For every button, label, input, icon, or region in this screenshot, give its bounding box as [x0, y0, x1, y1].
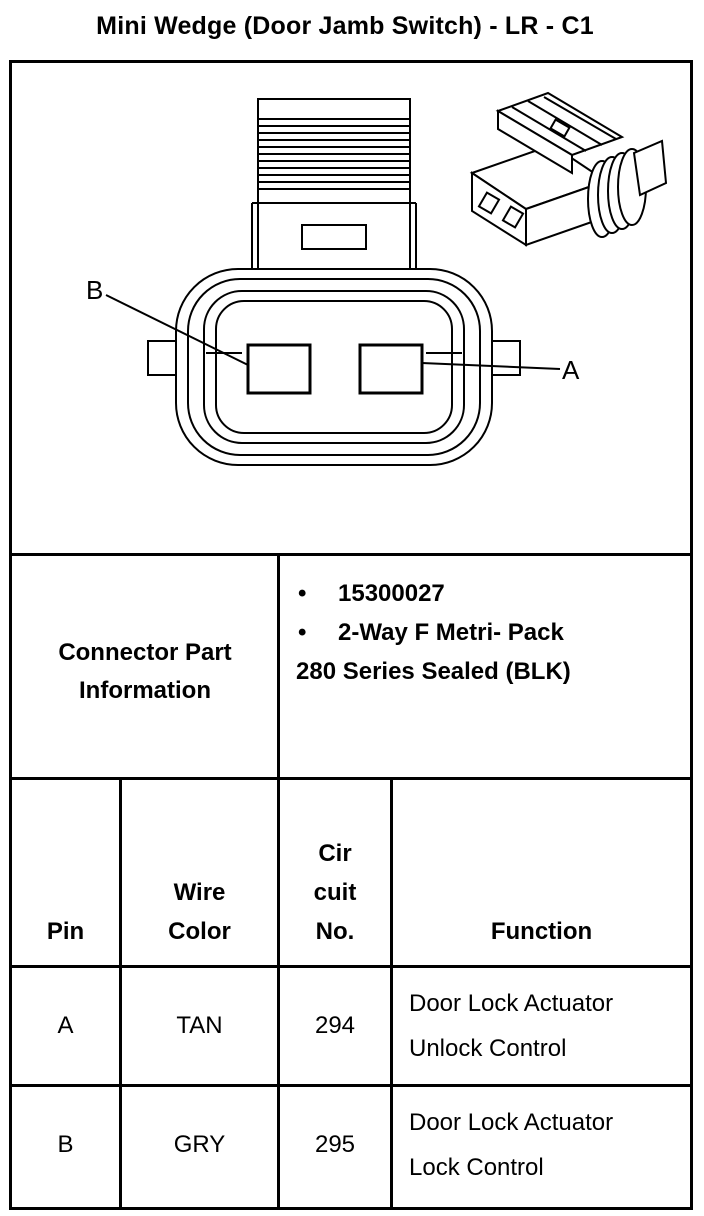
divider-row-a [9, 1084, 693, 1087]
row-b-function-line2: Lock Control [409, 1154, 544, 1181]
row-a-function-line2: Unlock Control [409, 1035, 567, 1062]
row-b-wire-color: GRY [173, 1131, 226, 1158]
row-b-function-line1: Door Lock Actuator [409, 1109, 614, 1136]
connector-diagram: B A [12, 63, 690, 553]
page-title: Mini Wedge (Door Jamb Switch) - LR - C1 [96, 12, 594, 40]
connector-info-heading: Connector Part Information [12, 634, 278, 710]
row-a-pin: A [57, 1012, 74, 1039]
connector-isometric [469, 91, 668, 247]
bullet-marker: • [298, 619, 307, 646]
row-a-function-line1: Door Lock Actuator [409, 990, 614, 1017]
latch-illustration [251, 98, 417, 270]
header-wire-color-line2: Color [168, 918, 231, 945]
connector-body [147, 268, 521, 466]
pin-a-label: A [562, 355, 580, 385]
row-a-wire-color: TAN [176, 1012, 223, 1039]
divider-connector-info [9, 777, 693, 780]
divider-header [9, 965, 693, 968]
row-b-pin: B [57, 1131, 74, 1158]
row-a-function: Door Lock Actuator Unlock Control [409, 981, 613, 1071]
part-number: 15300027 [338, 580, 445, 607]
divider-pin-col [119, 777, 122, 1210]
row-b-circuit: 295 [314, 1131, 356, 1158]
header-circuit-line3: No. [315, 918, 355, 945]
header-circuit: Cir cuit No. [280, 834, 390, 951]
bullet-marker: • [298, 580, 307, 607]
header-wire-color: Wire Color [122, 873, 277, 951]
row-b-function: Door Lock Actuator Lock Control [409, 1100, 613, 1190]
header-circuit-line2: cuit [313, 879, 357, 906]
connector-info-details: • 15300027 • 2-Way F Metri- Pack 280 Ser… [296, 574, 571, 691]
divider-circuit-col [390, 777, 393, 1210]
pin-b-label: B [86, 275, 103, 305]
header-wire-color-line1: Wire [173, 879, 226, 906]
divider-info-col [277, 553, 280, 1210]
header-function: Function [490, 918, 593, 945]
header-circuit-line1: Cir [318, 840, 352, 867]
description-line1: 2-Way F Metri- Pack [338, 619, 564, 646]
table-frame [9, 60, 693, 1210]
connector-info-heading-line1: Connector Part [58, 639, 232, 666]
divider-diagram [9, 553, 693, 556]
row-a-circuit: 294 [314, 1012, 356, 1039]
description-item: • 2-Way F Metri- Pack [296, 613, 571, 652]
connector-info-heading-line2: Information [79, 677, 211, 704]
pin-leaders [105, 294, 561, 370]
part-number-item: • 15300027 [296, 574, 571, 613]
description-line2: 280 Series Sealed (BLK) [296, 658, 571, 685]
header-pin: Pin [46, 918, 85, 945]
